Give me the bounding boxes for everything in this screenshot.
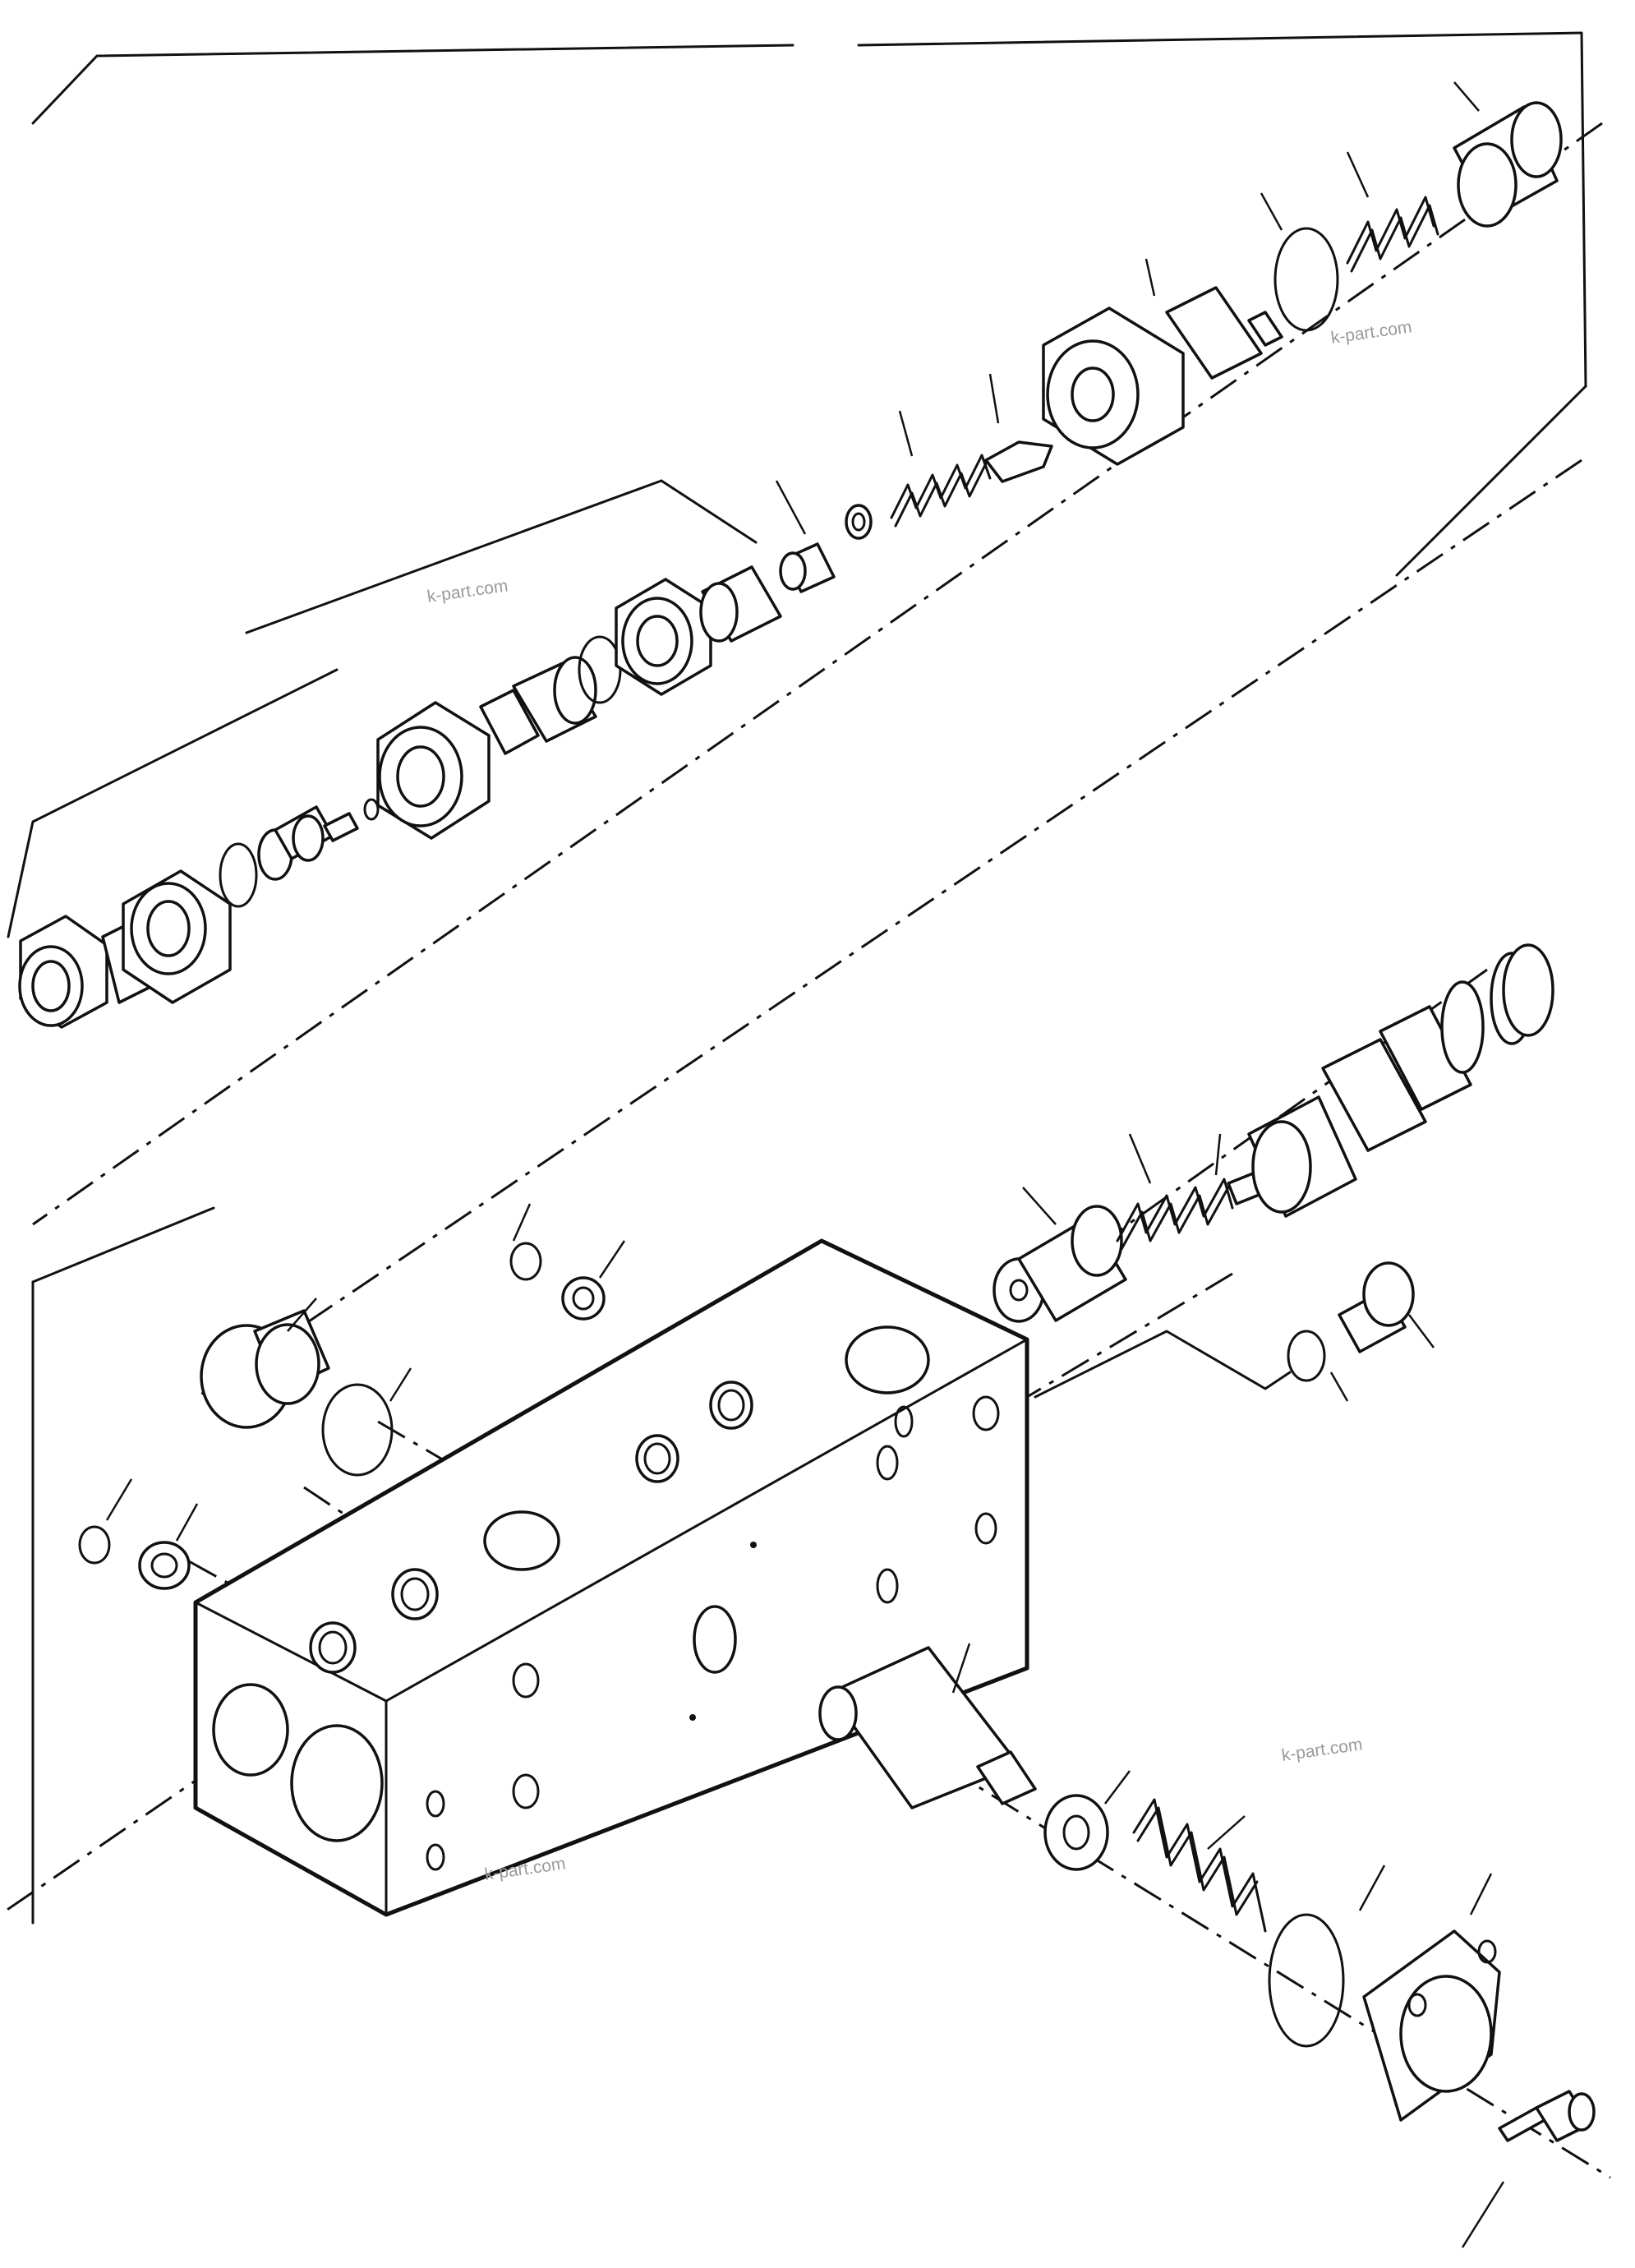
spring-lower-2 bbox=[1132, 1798, 1267, 1933]
spool bbox=[818, 1646, 1037, 1809]
leader-lines bbox=[105, 81, 1505, 2248]
valve-poppet-small bbox=[257, 805, 359, 881]
lock-nut bbox=[122, 869, 232, 1004]
relief-cartridge bbox=[1227, 943, 1554, 1218]
o-ring-upper-1 bbox=[219, 842, 258, 908]
sleeve-lower bbox=[993, 1205, 1127, 1323]
valve-block bbox=[193, 1238, 1029, 1917]
spring-upper-2 bbox=[1346, 196, 1439, 273]
lower-frame-outline bbox=[31, 1206, 1292, 1925]
hex-nut-upper bbox=[615, 578, 712, 696]
cover-cap bbox=[1362, 1929, 1501, 2122]
adjusting-plug bbox=[1042, 286, 1283, 466]
small-seals-left bbox=[78, 1242, 606, 1590]
cap-sleeve bbox=[1453, 101, 1563, 228]
spring-seat-upper bbox=[779, 542, 836, 593]
spring-seat-lower bbox=[1043, 1794, 1109, 1871]
small-o-ring-1 bbox=[363, 798, 380, 821]
cap-screw bbox=[1498, 2090, 1596, 2142]
washer-upper bbox=[845, 504, 873, 540]
left-o-ring bbox=[321, 1383, 394, 1477]
sleeve-upper bbox=[699, 565, 782, 643]
o-ring-lower bbox=[1268, 1913, 1345, 2048]
spring-lower-1 bbox=[1116, 1178, 1234, 1251]
relief-valve-body bbox=[376, 656, 597, 840]
poppet-cone bbox=[984, 440, 1053, 483]
right-small-plug bbox=[1287, 1261, 1415, 1382]
spring-upper bbox=[890, 454, 992, 528]
left-plug bbox=[200, 1309, 330, 1429]
o-ring-upper-3 bbox=[1273, 227, 1339, 332]
port-seals bbox=[309, 1381, 753, 1674]
upper-frame-outline bbox=[7, 31, 1587, 938]
